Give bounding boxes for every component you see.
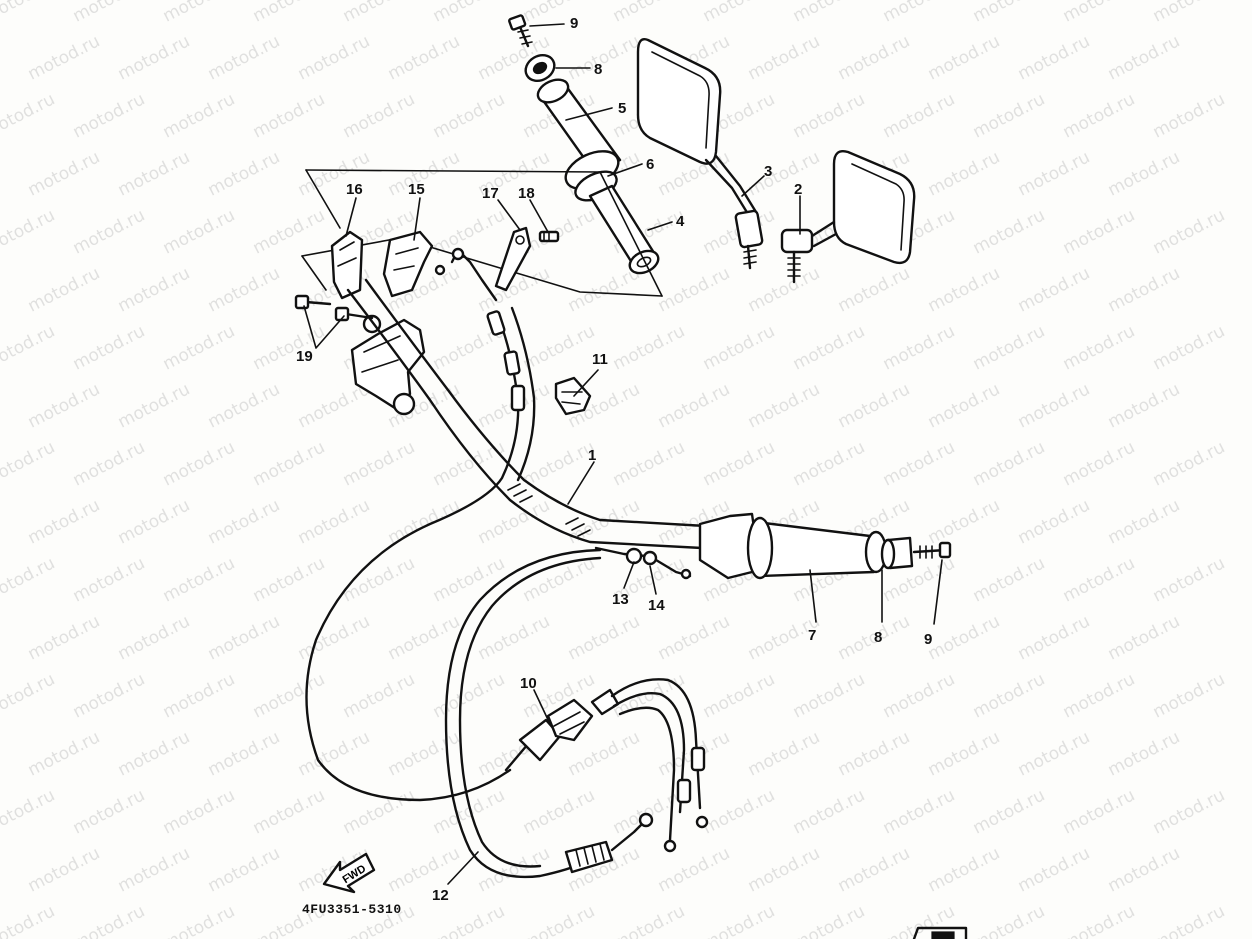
leader-lines — [303, 23, 943, 885]
callout-7: 7 — [808, 627, 817, 644]
cable-junction — [504, 678, 709, 853]
diagram-code: 4FU3351-5310 — [302, 902, 402, 917]
corner-mark — [912, 926, 968, 939]
upper-grip-assembly — [508, 14, 660, 275]
bracket-parts — [330, 226, 560, 302]
callout-17: 17 — [482, 185, 499, 202]
callout-8-top: 8 — [594, 61, 603, 78]
callout-8-right: 8 — [874, 629, 883, 646]
callout-9-right: 9 — [924, 631, 933, 648]
callout-19: 19 — [296, 348, 313, 365]
callout-1: 1 — [588, 447, 597, 464]
throttle-cable — [444, 548, 654, 879]
callout-13: 13 — [612, 591, 629, 608]
callout-11: 11 — [592, 351, 608, 368]
handlebar — [346, 278, 708, 550]
callout-14: 14 — [648, 597, 665, 614]
callout-5: 5 — [618, 100, 627, 117]
callout-15: 15 — [408, 181, 425, 198]
callout-4: 4 — [676, 213, 685, 230]
callout-6: 6 — [646, 156, 655, 173]
callout-2: 2 — [794, 181, 803, 198]
callout-12: 12 — [432, 887, 449, 904]
callout-18: 18 — [518, 185, 535, 202]
left-mirror — [636, 38, 764, 270]
right-mirror — [780, 150, 916, 284]
left-switch-housing — [294, 294, 426, 416]
callout-9-top: 9 — [570, 15, 579, 32]
callout-16: 16 — [346, 181, 363, 198]
forward-arrow: FWD — [322, 852, 376, 894]
clutch-cable — [305, 306, 536, 802]
throttle-grip-assembly — [594, 512, 952, 580]
callout-10: 10 — [520, 675, 537, 692]
callout-3: 3 — [764, 163, 773, 180]
